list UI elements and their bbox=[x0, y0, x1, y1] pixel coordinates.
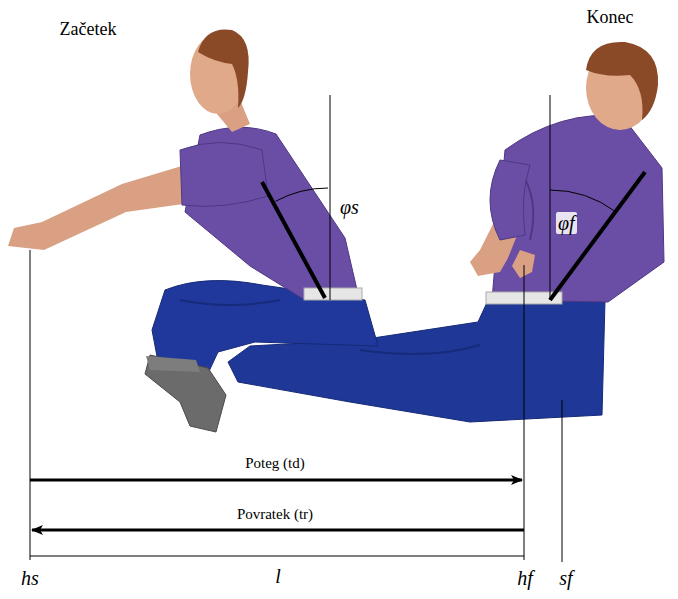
arrow-label: Poteg (td) bbox=[245, 455, 305, 472]
angle-label: φs bbox=[338, 196, 361, 218]
angle-label: φf bbox=[556, 212, 577, 234]
arrow-label: Povratek (tr) bbox=[237, 506, 313, 523]
position-label: hf bbox=[517, 567, 533, 589]
angle-markers bbox=[262, 95, 645, 300]
start-figure bbox=[8, 29, 378, 432]
position-label: hs bbox=[21, 567, 39, 589]
dimension-lines bbox=[30, 250, 562, 562]
phase-title: Začetek bbox=[60, 20, 117, 40]
phase-title: Konec bbox=[587, 8, 634, 28]
position-label: sf bbox=[559, 567, 572, 589]
dimension-label: l bbox=[275, 565, 281, 587]
